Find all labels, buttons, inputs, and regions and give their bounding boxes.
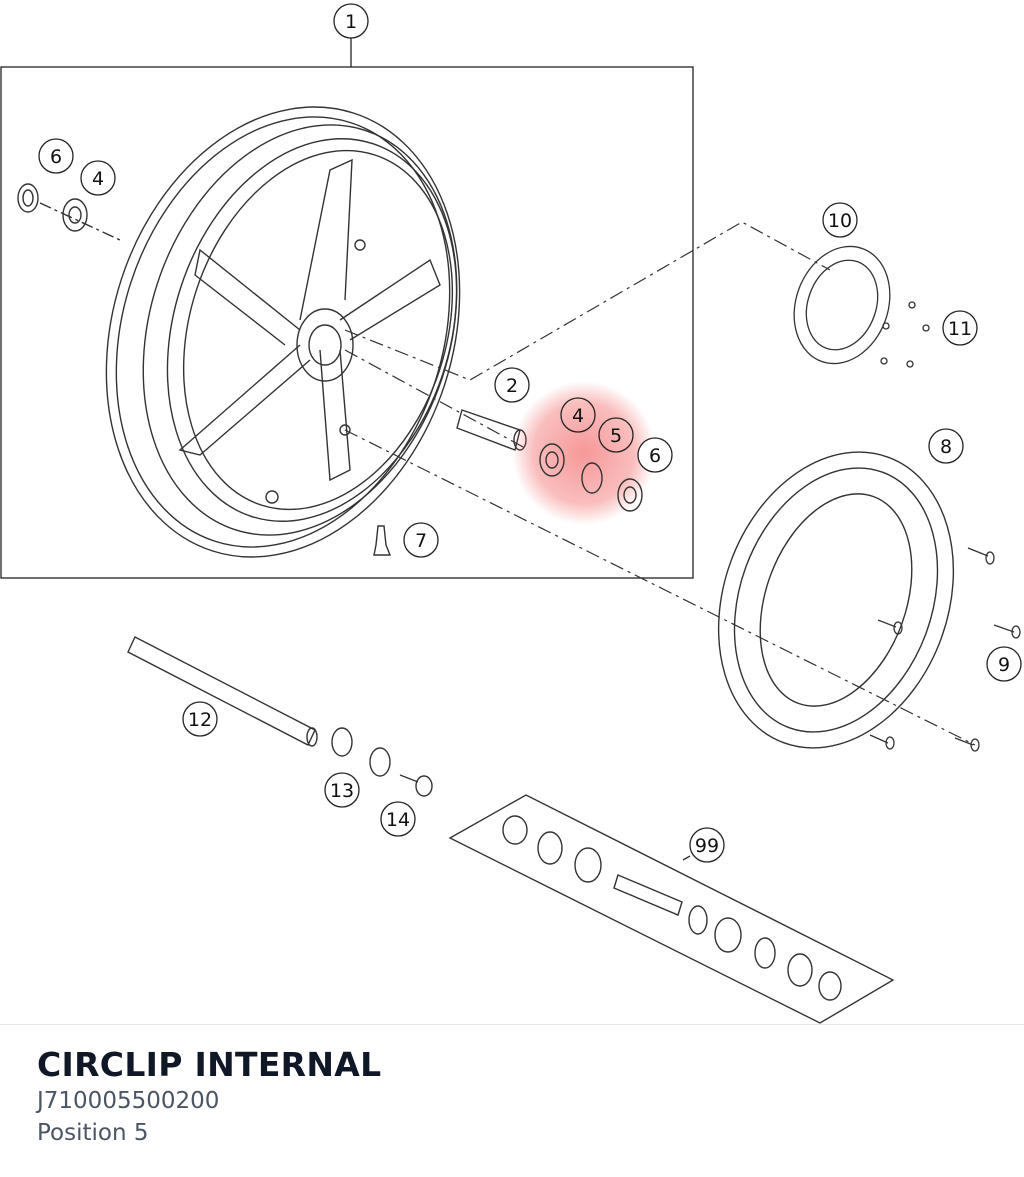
callout-12[interactable]: 12 <box>182 701 218 737</box>
left-seal-bearing <box>17 183 121 241</box>
highlighted-parts <box>539 443 643 512</box>
brake-disc-part-8 <box>717 451 955 749</box>
svg-text:14: 14 <box>386 809 410 831</box>
callout-8[interactable]: 8 <box>928 428 964 464</box>
callout-6-left[interactable]: 6 <box>38 138 74 174</box>
svg-text:12: 12 <box>188 709 212 731</box>
bolts-part-9 <box>869 547 1021 752</box>
callout-9[interactable]: 9 <box>986 646 1022 682</box>
callout-10[interactable]: 10 <box>822 202 858 238</box>
svg-text:11: 11 <box>948 318 972 340</box>
part-number: J710005500200 <box>37 1088 220 1114</box>
part-info-footer: CIRCLIP INTERNAL J710005500200 Position … <box>0 1024 1024 1177</box>
callout-6-highlight[interactable]: 6 <box>637 437 673 473</box>
svg-text:4: 4 <box>92 168 104 190</box>
callout-14[interactable]: 14 <box>380 801 416 837</box>
kit-99-box <box>448 794 895 1024</box>
callout-7[interactable]: 7 <box>403 522 439 558</box>
svg-text:5: 5 <box>610 425 622 447</box>
svg-text:6: 6 <box>649 445 661 467</box>
svg-text:6: 6 <box>50 146 62 168</box>
wheel-assembly-box <box>0 38 694 579</box>
svg-text:10: 10 <box>828 210 852 232</box>
svg-text:2: 2 <box>506 375 518 397</box>
axle-parts <box>127 636 433 797</box>
svg-text:7: 7 <box>415 530 427 552</box>
callout-2[interactable]: 2 <box>494 367 530 403</box>
svg-text:1: 1 <box>345 11 357 33</box>
part-position: Position 5 <box>37 1120 149 1146</box>
exploded-parts-diagram: 1 2 4 4 5 6 6 7 <box>0 3 1022 1024</box>
svg-text:8: 8 <box>940 436 952 458</box>
svg-text:13: 13 <box>330 780 354 802</box>
callout-5[interactable]: 5 <box>598 417 634 453</box>
abs-ring-part-10 <box>793 245 930 368</box>
valve-part-7 <box>373 525 392 556</box>
callout-11[interactable]: 11 <box>942 310 978 346</box>
callout-4-highlight[interactable]: 4 <box>560 397 596 433</box>
wheel-rim <box>105 106 461 558</box>
callout-99[interactable]: 99 <box>689 827 725 863</box>
callouts: 1 2 4 4 5 6 6 7 <box>38 3 1022 863</box>
center-lines <box>344 221 976 746</box>
highlight-area <box>512 381 656 525</box>
callout-1[interactable]: 1 <box>333 3 369 39</box>
callout-13[interactable]: 13 <box>324 772 360 808</box>
svg-text:4: 4 <box>572 405 584 427</box>
wheel-hub-spokes <box>178 158 441 504</box>
svg-text:9: 9 <box>998 654 1010 676</box>
svg-text:99: 99 <box>695 835 719 857</box>
part-title: CIRCLIP INTERNAL <box>37 1045 382 1084</box>
callout-4-left[interactable]: 4 <box>80 160 116 196</box>
